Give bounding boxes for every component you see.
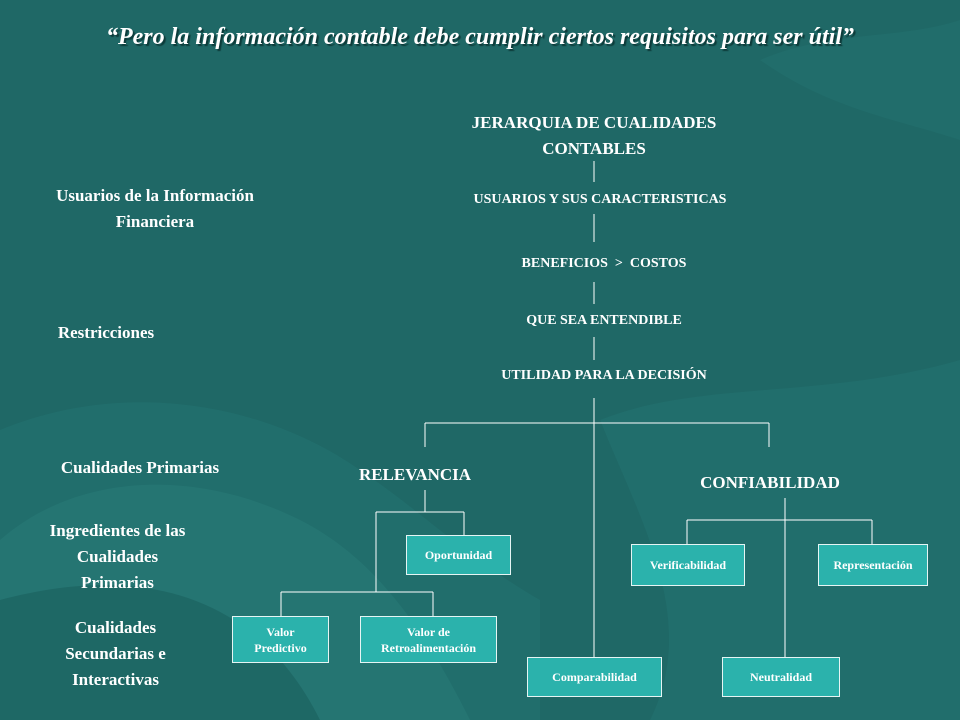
label-restricciones: Restricciones <box>57 323 155 342</box>
label-cualidades-secundarias: Cualidades Secundarias e Interactivas <box>65 618 166 689</box>
box-verificabilidad: Verificabilidad <box>631 544 745 586</box>
node-usuarios: USUARIOS Y SUS CARACTERISTICAS <box>473 192 727 207</box>
node-confiabilidad: CONFIABILIDAD <box>700 473 840 492</box>
box-oportunidad: Oportunidad <box>406 535 511 575</box>
label-ingredientes: Ingredientes de las Cualidades Primarias <box>49 521 186 592</box>
node-relevancia: RELEVANCIA <box>358 465 472 484</box>
box-valor-predictivo: Valor Predictivo <box>232 616 329 663</box>
label-usuarios: Usuarios de la Información Financiera <box>56 186 254 231</box>
node-utilidad: UTILIDAD PARA LA DECISIÓN <box>501 368 707 383</box>
box-representacion: Representación <box>818 544 928 586</box>
box-comparabilidad: Comparabilidad <box>527 657 662 697</box>
box-neutralidad: Neutralidad <box>722 657 840 697</box>
slide-title: “Pero la información contable debe cumpl… <box>105 24 854 50</box>
node-entendible: QUE SEA ENTENDIBLE <box>526 313 682 328</box>
box-valor-retroalimentacion: Valor de Retroalimentación <box>360 616 497 663</box>
label-cualidades-primarias: Cualidades Primarias <box>60 458 220 477</box>
node-beneficios-costos: BENEFICIOS > COSTOS <box>521 256 687 271</box>
hierarchy-heading: JERARQUIA DE CUALIDADES CONTABLES <box>471 113 717 158</box>
